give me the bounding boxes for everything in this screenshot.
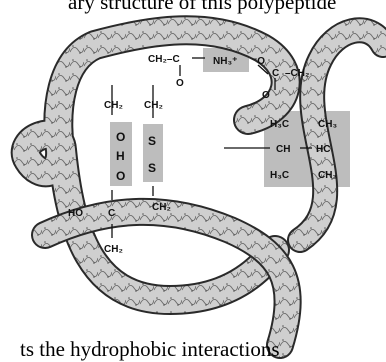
polypeptide-backbone: [26, 30, 383, 345]
label-hc: HC: [316, 144, 330, 155]
label-ch2-mid-bottom: CH₂: [152, 202, 171, 213]
label-o-top: O: [176, 78, 184, 89]
label-ch2-right: –CH₂: [285, 68, 309, 79]
label-ch3-bottom: CH₃: [318, 170, 337, 181]
label-nh3: NH₃⁺: [213, 56, 237, 67]
label-ch3-top: CH₃: [318, 119, 337, 130]
label-h-hbond: H: [116, 149, 125, 163]
label-h3c-bottom: H₃C: [270, 170, 289, 181]
label-h3c-top: H₃C: [270, 119, 289, 130]
label-c-right: C: [272, 68, 279, 79]
label-ch2-left: CH₂: [104, 100, 123, 111]
label-ho: HO: [68, 208, 83, 219]
label-o-right: O: [262, 90, 270, 101]
label-o-minus: ⁻O: [252, 56, 265, 67]
caption-bottom: ts the hydrophobic interactions: [20, 337, 386, 361]
label-o-hbond-top: O: [116, 130, 125, 144]
label-o-hbond-bottom: O: [116, 169, 125, 183]
label-ch2-mid: CH₂: [144, 100, 163, 111]
label-ch: CH: [276, 144, 290, 155]
label-s-bottom: S: [148, 161, 156, 175]
label-c-left: C: [108, 208, 115, 219]
label-s-top: S: [148, 134, 156, 148]
label-ch2-left-bottom: CH₂: [104, 244, 123, 255]
label-ch2-c-top: CH₂–C: [148, 54, 180, 65]
